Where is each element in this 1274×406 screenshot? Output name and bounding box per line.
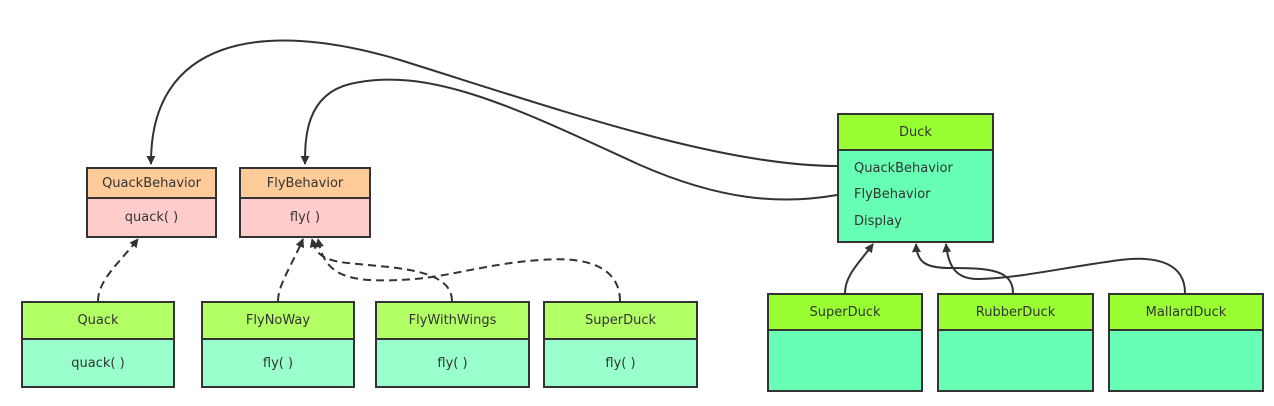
class-box-mallardduck[interactable]: MallardDuck (1108, 293, 1264, 392)
class-box-flywithwings[interactable]: FlyWithWings fly( ) (375, 301, 530, 388)
link-duck-flybehavior (300, 78, 838, 201)
link-flynoway-flybehavior (277, 238, 304, 302)
class-title: Quack (23, 303, 173, 340)
class-title: FlyNoWay (203, 303, 353, 340)
link-mallardduck-duck (942, 243, 1186, 294)
class-body (939, 331, 1092, 390)
class-method: quack( ) (23, 340, 173, 386)
link-flywithwings-flybehavior (309, 238, 453, 302)
class-title: SuperDuck (769, 295, 921, 331)
class-title: FlyBehavior (241, 169, 369, 199)
class-method: fly( ) (377, 340, 528, 386)
class-title: RubberDuck (939, 295, 1092, 331)
class-method: fly( ) (241, 199, 369, 236)
class-body (1110, 331, 1262, 390)
link-superduck-flybehavior (315, 238, 621, 302)
class-method: fly( ) (545, 340, 696, 386)
class-box-flynoway[interactable]: FlyNoWay fly( ) (201, 301, 355, 388)
class-box-rubberduck[interactable]: RubberDuck (937, 293, 1094, 392)
class-title: QuackBehavior (88, 169, 215, 199)
class-title: SuperDuck (545, 303, 696, 340)
link-rubberduck-duck (911, 243, 1014, 294)
class-box-quack[interactable]: Quack quack( ) (21, 301, 175, 388)
class-box-duck[interactable]: Duck QuackBehavior FlyBehavior Display (837, 113, 994, 243)
link-quack-quackbehavior (97, 238, 139, 302)
class-members: QuackBehavior FlyBehavior Display (839, 151, 992, 241)
class-box-flybehavior[interactable]: FlyBehavior fly( ) (239, 167, 371, 238)
class-title: FlyWithWings (377, 303, 528, 340)
class-method: fly( ) (203, 340, 353, 386)
member-flybehavior: FlyBehavior (854, 187, 931, 203)
member-display: Display (854, 214, 902, 230)
member-quackbehavior: QuackBehavior (854, 160, 953, 176)
link-superduck-duck (844, 243, 874, 294)
link-duck-quackbehavior (146, 39, 838, 167)
class-method: quack( ) (88, 199, 215, 236)
class-box-superduck-fly[interactable]: SuperDuck fly( ) (543, 301, 698, 388)
class-title: Duck (839, 115, 992, 151)
class-title: MallardDuck (1110, 295, 1262, 331)
class-body (769, 331, 921, 390)
class-box-quackbehavior[interactable]: QuackBehavior quack( ) (86, 167, 217, 238)
class-box-superduck[interactable]: SuperDuck (767, 293, 923, 392)
